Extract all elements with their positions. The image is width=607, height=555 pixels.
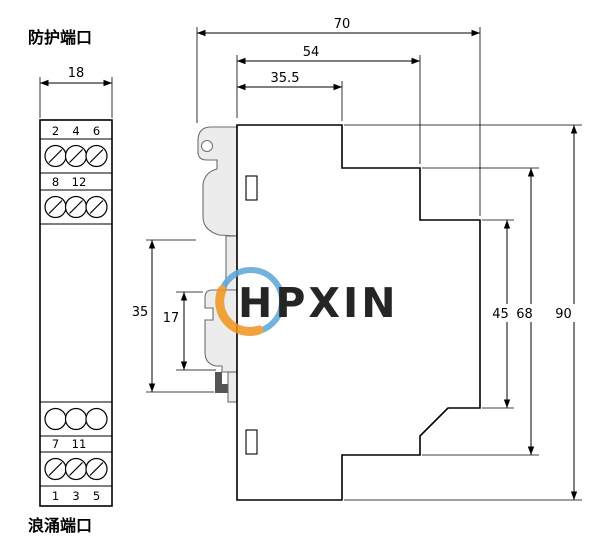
watermark-text: HPXIN xyxy=(238,279,399,327)
label-surge-port: 浪涌端口 xyxy=(28,516,92,535)
dimension-label-total-height: 90 xyxy=(555,307,572,322)
terminal-number: 7 xyxy=(52,437,59,451)
dimension-rail-clip: 35 17 xyxy=(132,239,216,393)
clip-spring xyxy=(215,372,229,393)
dimension-label-depth-total: 70 xyxy=(334,17,351,32)
terminal-screw-row-3 xyxy=(44,407,108,431)
side-view: 70 54 35.5 35 17 xyxy=(132,17,582,501)
dimension-label-depth-mid: 54 xyxy=(303,45,320,60)
terminal-number: 3 xyxy=(72,489,79,503)
front-device-outline xyxy=(39,119,113,507)
body-vent-slots xyxy=(245,175,258,455)
side-body-outline xyxy=(236,124,481,501)
dimension-depths: 70 54 35.5 xyxy=(196,17,481,216)
terminal-number: 6 xyxy=(93,124,100,138)
dimension-label-front-width: 18 xyxy=(68,66,85,81)
watermark: HPXIN xyxy=(215,267,399,336)
dimension-label-mid-height: 68 xyxy=(516,307,533,322)
dimension-heights: 45 68 90 xyxy=(344,124,582,501)
terminal-number: 2 xyxy=(52,124,59,138)
terminal-number-labels: 2 4 6 8 12 7 11 1 3 5 xyxy=(52,124,100,503)
terminal-number: 11 xyxy=(72,437,87,451)
watermark-logo-icon xyxy=(215,267,285,336)
terminal-number: 1 xyxy=(52,489,59,503)
dimension-label-depth-rear: 35.5 xyxy=(271,71,300,86)
terminal-strip-separators xyxy=(40,138,112,487)
dimension-label-front-height: 45 xyxy=(492,307,509,322)
terminal-screw-row-1 xyxy=(44,144,108,168)
dimension-label-clip-height: 35 xyxy=(132,305,149,320)
terminal-number: 12 xyxy=(72,175,87,189)
din-rail-clip xyxy=(197,126,238,403)
dimension-front-width: 18 xyxy=(39,66,113,118)
terminal-screw-row-4 xyxy=(44,457,108,481)
terminal-screw-row-2 xyxy=(44,195,108,219)
label-protection-port: 防护端口 xyxy=(28,28,92,47)
terminal-number: 5 xyxy=(93,489,100,503)
dimension-label-slot-height: 17 xyxy=(163,311,180,326)
front-view: 18 2 4 6 8 12 7 11 1 3 5 xyxy=(39,66,113,507)
terminal-number: 8 xyxy=(52,175,59,189)
terminal-number: 4 xyxy=(72,124,79,138)
